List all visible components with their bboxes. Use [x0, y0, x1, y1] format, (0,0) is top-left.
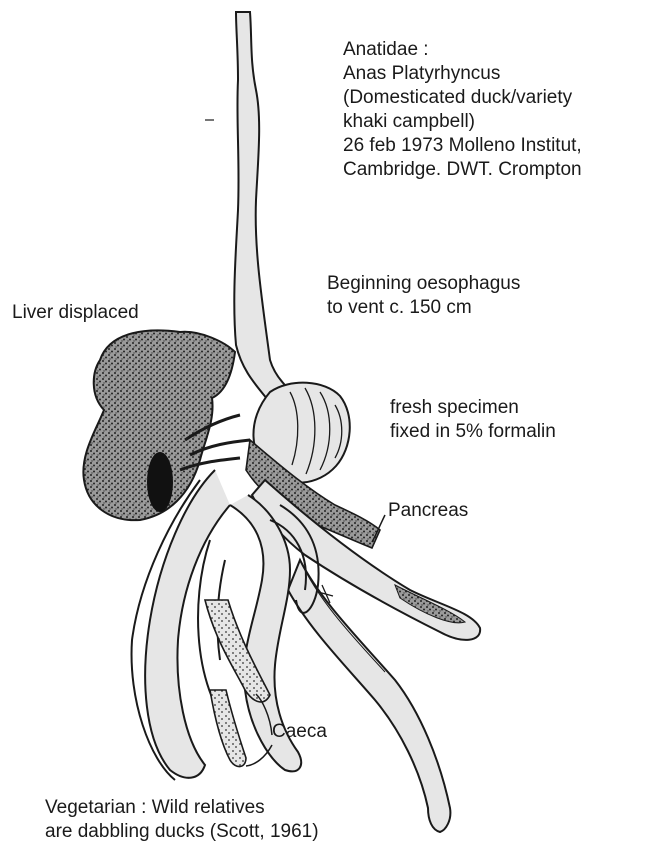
caeca-lower — [210, 690, 246, 767]
liver-label: Liver displaced — [12, 301, 139, 325]
footer-line: are dabbling ducks (Scott, 1961) — [45, 820, 319, 844]
length-note-line: to vent c. 150 cm — [327, 296, 520, 320]
header-line: Cambridge. DWT. Crompton — [343, 158, 582, 182]
length-note-line: Beginning oesophagus — [327, 272, 520, 296]
header-line: (Domesticated duck/variety — [343, 86, 582, 110]
specimen-note-line: fixed in 5% formalin — [390, 420, 556, 444]
length-note: Beginning oesophagus to vent c. 150 cm — [327, 272, 520, 320]
gall-bladder — [147, 452, 173, 512]
header-line: 26 feb 1973 Molleno Institut, — [343, 134, 582, 158]
header-line: khaki campbell) — [343, 110, 582, 134]
specimen-note: fresh specimen fixed in 5% formalin — [390, 396, 556, 444]
specimen-header: Anatidae : Anas Platyrhyncus (Domesticat… — [343, 38, 582, 182]
header-line: Anas Platyrhyncus — [343, 62, 582, 86]
footer-note: Vegetarian : Wild relatives are dabbling… — [45, 796, 319, 844]
caeca-label: Caeca — [272, 720, 327, 744]
footer-line: Vegetarian : Wild relatives — [45, 796, 319, 820]
specimen-note-line: fresh specimen — [390, 396, 556, 420]
oesophagus — [234, 12, 300, 400]
header-line: Anatidae : — [343, 38, 582, 62]
pancreas-label: Pancreas — [388, 499, 468, 523]
